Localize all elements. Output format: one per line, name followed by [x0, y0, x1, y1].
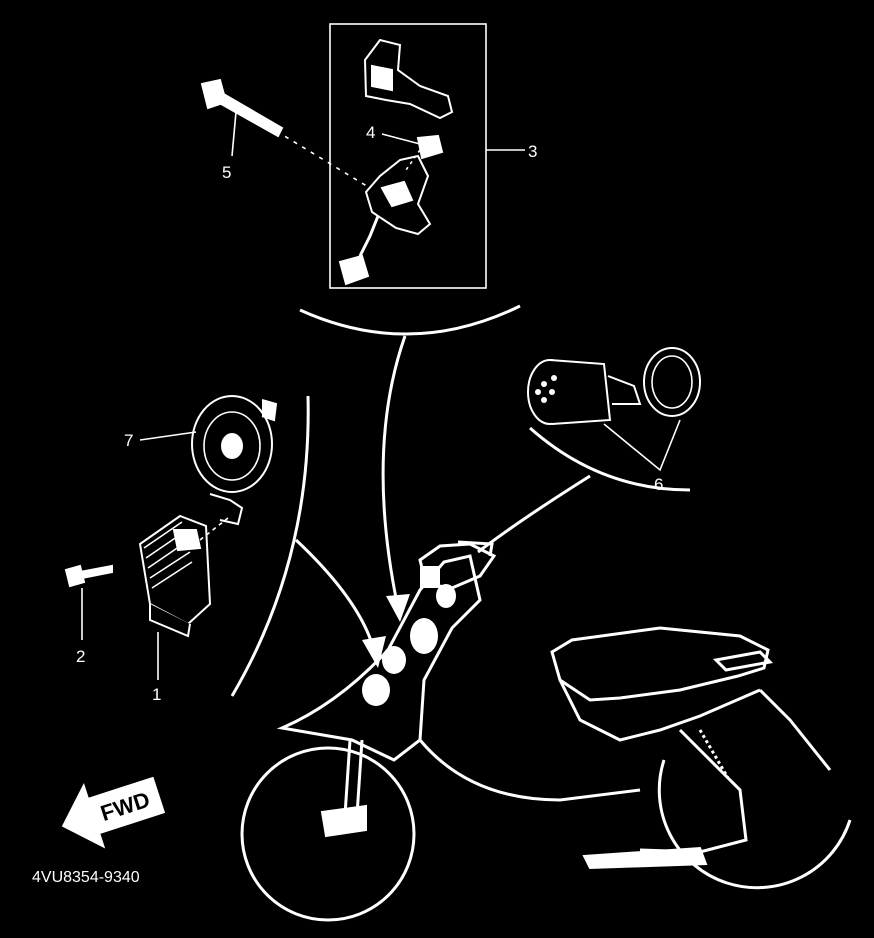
ignition-inset-box: [329, 23, 487, 289]
callout-4: 4: [366, 123, 375, 142]
grab-rail: [712, 650, 774, 672]
switch-cap: [416, 134, 444, 160]
floorboard: [418, 739, 641, 802]
callout-2: 2: [76, 647, 85, 666]
leader-6: [603, 419, 681, 472]
bolt-part: [200, 78, 284, 138]
regulator-tab: [172, 529, 202, 552]
forward-direction-arrow: FWD: [61, 776, 166, 849]
rear-body: [558, 679, 761, 742]
bolt-shank: [212, 90, 284, 138]
callout-5: 5: [222, 163, 231, 182]
inset-arc-top: [299, 304, 521, 336]
meter-bezel: [643, 347, 701, 417]
ignition-switch-group: [267, 23, 487, 289]
screw-shank: [78, 564, 113, 580]
front-wheel: [240, 746, 416, 922]
headlight-blob: [420, 566, 440, 588]
horn-part: [191, 395, 278, 526]
callout-7: 7: [124, 431, 133, 450]
leg-shield: [276, 554, 482, 762]
horn-bracket: [209, 493, 244, 526]
lock-holder-face: [371, 64, 393, 92]
switch-connector: [338, 254, 370, 286]
lock-holder: [363, 38, 454, 120]
mounted-meter-blob: [436, 584, 456, 608]
regulator-part: [138, 514, 212, 638]
rear-wheel: [657, 759, 852, 890]
exhaust: [582, 846, 708, 870]
part-code: 4VU8354-9340: [32, 869, 140, 886]
screw-part: [64, 564, 113, 588]
seat: [550, 626, 770, 702]
callout-6: 6: [654, 475, 663, 494]
switch-cable: [358, 215, 380, 257]
regulator-axis-line: [199, 517, 229, 541]
leader-5: [231, 111, 237, 157]
mounted-horn-blob: [382, 646, 406, 674]
ignition-pointer-line: [381, 335, 407, 609]
speedometer-group: [527, 347, 701, 425]
mounted-ignition-blob: [410, 618, 438, 654]
inset-arc-left: [230, 395, 310, 697]
callout-1: 1: [152, 685, 161, 704]
horn-pointer-line: [294, 538, 376, 651]
fwd-arrow-shape: [61, 776, 166, 849]
inset-arc-meter: [529, 426, 691, 492]
switch-body-face: [380, 180, 414, 208]
front-hub: [320, 804, 367, 838]
horn-terminal: [261, 399, 278, 422]
ignition-pointer-arrowhead: [386, 594, 410, 622]
regulator-base: [149, 604, 191, 638]
scooter-outline: [240, 540, 852, 922]
bolt-axis-line: [267, 125, 371, 189]
rear-fender: [758, 688, 832, 771]
callout-3: 3: [528, 142, 537, 161]
leader-4: [381, 133, 421, 145]
leader-7: [139, 431, 197, 441]
screw-head: [64, 564, 86, 588]
mounted-regulator-blob: [362, 674, 390, 706]
meter-body: [549, 359, 612, 425]
meter-pointer-line: [477, 474, 591, 554]
horn-center: [221, 433, 243, 459]
engine: [639, 728, 748, 854]
meter-neck: [607, 375, 642, 405]
